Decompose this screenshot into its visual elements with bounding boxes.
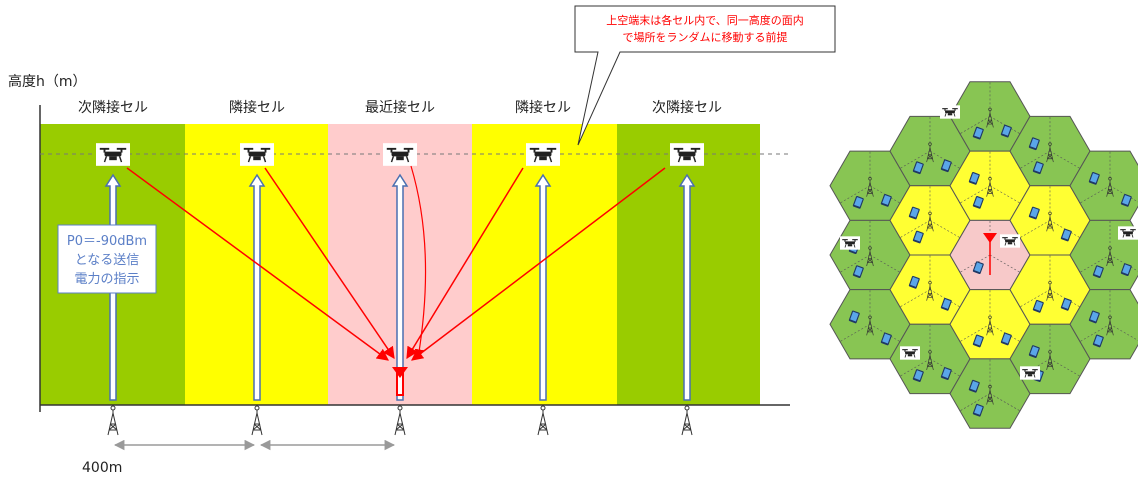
base-station-tower-icon bbox=[394, 405, 406, 436]
hexagonal-cell-map bbox=[829, 81, 1138, 429]
interference-arrow bbox=[411, 167, 666, 361]
callout-line-1: 上空端末は各セル内で、同一高度の面内 bbox=[606, 13, 804, 27]
assumption-callout: 上空端末は各セル内で、同一高度の面内 で場所をランダムに移動する前提 bbox=[574, 5, 836, 146]
power-control-link bbox=[248, 173, 266, 401]
cell-label: 次隣接セル bbox=[78, 99, 148, 116]
drone-icon bbox=[940, 105, 960, 119]
base-station-tower-icon bbox=[107, 405, 119, 436]
distance-indicator: 400m bbox=[82, 439, 396, 476]
power-note-line-1: P0＝-90dBm bbox=[67, 234, 147, 249]
y-axis-label: 高度h（m） bbox=[8, 73, 87, 90]
drone-icon bbox=[96, 143, 130, 166]
hex-cell bbox=[1069, 289, 1138, 360]
hex-cell bbox=[889, 115, 971, 187]
callout-line-2: で場所をランダムに移動する前提 bbox=[623, 30, 788, 44]
power-note-line-2: となる送信 bbox=[75, 253, 140, 268]
power-control-note: P0＝-90dBm となる送信 電力の指示 bbox=[57, 224, 157, 294]
cell-label: 隣接セル bbox=[229, 99, 285, 116]
drone-icon bbox=[1118, 226, 1138, 240]
hex-cell bbox=[1069, 150, 1138, 221]
drone-icon bbox=[1020, 366, 1040, 380]
cell-label: 次隣接セル bbox=[652, 99, 722, 116]
drone-icon bbox=[383, 143, 417, 166]
drone-icon bbox=[526, 143, 560, 166]
drone-icon bbox=[1000, 234, 1020, 248]
cell-label: 最近接セル bbox=[365, 99, 435, 116]
base-station-tower-icon bbox=[537, 405, 549, 436]
distance-label: 400m bbox=[82, 460, 122, 476]
drone-icon bbox=[240, 143, 274, 166]
drone-icon bbox=[670, 143, 704, 166]
altitude-section-diagram: 高度h（m） P0＝-90dBm となる送信 電力の指示 bbox=[8, 5, 836, 476]
drone-icon bbox=[900, 346, 920, 360]
power-control-link bbox=[391, 173, 409, 401]
interference-arrow bbox=[264, 167, 395, 359]
receiver-antenna-icon bbox=[392, 367, 408, 396]
cell-label: 隣接セル bbox=[515, 99, 571, 116]
interference-arrow bbox=[406, 167, 524, 360]
interference-arrows bbox=[126, 165, 666, 361]
base-stations bbox=[107, 405, 693, 436]
base-station-tower-icon bbox=[251, 405, 263, 436]
drone-icon bbox=[840, 236, 860, 250]
interference-arrow bbox=[126, 167, 389, 361]
base-station-tower-icon bbox=[681, 405, 693, 436]
power-control-link bbox=[678, 173, 696, 401]
power-control-link bbox=[534, 173, 552, 401]
power-note-line-3: 電力の指示 bbox=[74, 272, 139, 287]
